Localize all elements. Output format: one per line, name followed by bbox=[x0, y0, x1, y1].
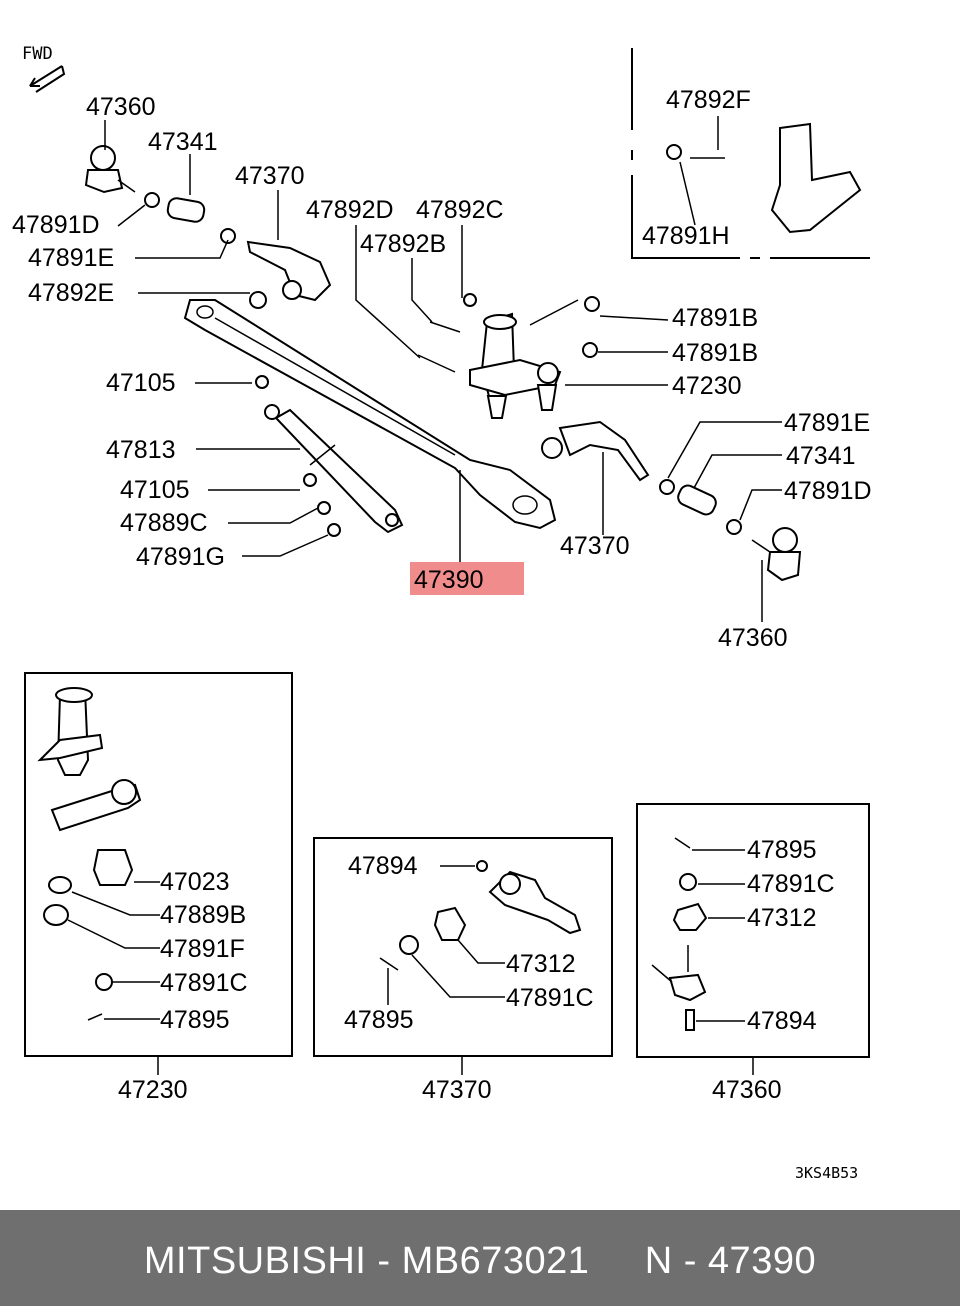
tie-rod-right-drawing bbox=[541, 420, 650, 482]
panel-47360-title: 47360 bbox=[712, 1076, 782, 1104]
callout-47892f: 47892F bbox=[666, 86, 751, 114]
callout-47891g: 47891G bbox=[136, 543, 225, 571]
panel-47360-label-2: 47891C bbox=[747, 870, 835, 898]
fwd-label: FWD bbox=[22, 44, 53, 64]
callout-47105-1: 47105 bbox=[106, 369, 176, 397]
panel-47230: 47230 47023 47889B 47891F 47891C 47895 bbox=[24, 672, 293, 1104]
tie-rod-end-right-drawing bbox=[751, 527, 802, 582]
callout-47105-2: 47105 bbox=[120, 476, 190, 504]
callout-47891b-2: 47891B bbox=[672, 339, 758, 367]
leader-lines bbox=[104, 116, 782, 622]
callout-47360-top-left: 47360 bbox=[86, 93, 156, 121]
callout-47360-right: 47360 bbox=[718, 624, 788, 652]
panel-47230-label-5: 47895 bbox=[160, 1006, 230, 1034]
footer-bar: MITSUBISHI - MB673021 N - 47390 bbox=[0, 1210, 960, 1306]
callout-47390-highlighted: 47390 bbox=[414, 566, 484, 594]
callout-47892d: 47892D bbox=[306, 196, 394, 224]
callout-47892e: 47892E bbox=[28, 279, 114, 307]
callout-47891e-left: 47891E bbox=[28, 244, 114, 272]
panel-47230-title: 47230 bbox=[118, 1076, 188, 1104]
callout-47341-right: 47341 bbox=[786, 442, 856, 470]
panel-47230-label-2: 47889B bbox=[160, 901, 246, 929]
panel-47230-label-3: 47891F bbox=[160, 935, 245, 963]
panel-47370: 47370 47894 47312 47891C 47895 bbox=[313, 837, 613, 1104]
panel-47360-label-3: 47312 bbox=[747, 904, 817, 932]
panel-47370-label-4: 47895 bbox=[344, 1006, 414, 1034]
highlight-box bbox=[410, 562, 524, 595]
callout-47813: 47813 bbox=[106, 436, 176, 464]
panel-47360-label-1: 47895 bbox=[747, 836, 817, 864]
callout-47892c: 47892C bbox=[416, 196, 504, 224]
parts-diagram: FWD bbox=[12, 44, 872, 1182]
sleeve-left-drawing bbox=[166, 197, 206, 223]
callout-47889c: 47889C bbox=[120, 509, 208, 537]
panel-47370-title: 47370 bbox=[422, 1076, 492, 1104]
panel-47360-label-4: 47894 bbox=[747, 1007, 817, 1035]
diagram-code: 3KS4B53 bbox=[795, 1164, 858, 1182]
panel-47370-label-1: 47894 bbox=[348, 852, 418, 880]
callout-47891d-left: 47891D bbox=[12, 211, 100, 239]
footer-part-caption: MITSUBISHI - MB673021 N - 47390 bbox=[143, 1240, 817, 1282]
panel-47230-label-4: 47891C bbox=[160, 969, 248, 997]
callout-47341-top-left: 47341 bbox=[148, 128, 218, 156]
callout-47891h: 47891H bbox=[642, 222, 730, 250]
tie-rod-end-left-drawing bbox=[84, 145, 136, 194]
idler-arm-drawing bbox=[469, 312, 562, 419]
callout-47370-top: 47370 bbox=[235, 162, 305, 190]
center-link-drawing bbox=[183, 299, 557, 530]
callout-47891b-1: 47891B bbox=[672, 304, 758, 332]
panel-47360: 47360 47895 47891C 47312 47894 bbox=[636, 803, 870, 1104]
nuts-drawing bbox=[144, 192, 742, 537]
callout-47230-main: 47230 bbox=[672, 372, 742, 400]
panel-47370-label-3: 47891C bbox=[506, 984, 594, 1012]
fwd-arrow-icon: FWD bbox=[22, 44, 66, 93]
tie-rod-left-drawing bbox=[246, 240, 332, 302]
callout-labels: 47360 47341 47370 47891D 47892D 47892C 4… bbox=[12, 86, 872, 652]
panel-47370-label-2: 47312 bbox=[506, 950, 576, 978]
sleeve-right-drawing bbox=[677, 484, 717, 516]
callout-47891e-right: 47891E bbox=[784, 409, 870, 437]
panel-47230-label-1: 47023 bbox=[160, 868, 230, 896]
inset-top-right bbox=[631, 48, 870, 259]
callout-47370-middle: 47370 bbox=[560, 532, 630, 560]
callout-47892b: 47892B bbox=[360, 230, 446, 258]
callout-47891d-right: 47891D bbox=[784, 477, 872, 505]
highlighted-part: 47390 bbox=[410, 562, 524, 595]
damper-drawing bbox=[264, 404, 404, 534]
